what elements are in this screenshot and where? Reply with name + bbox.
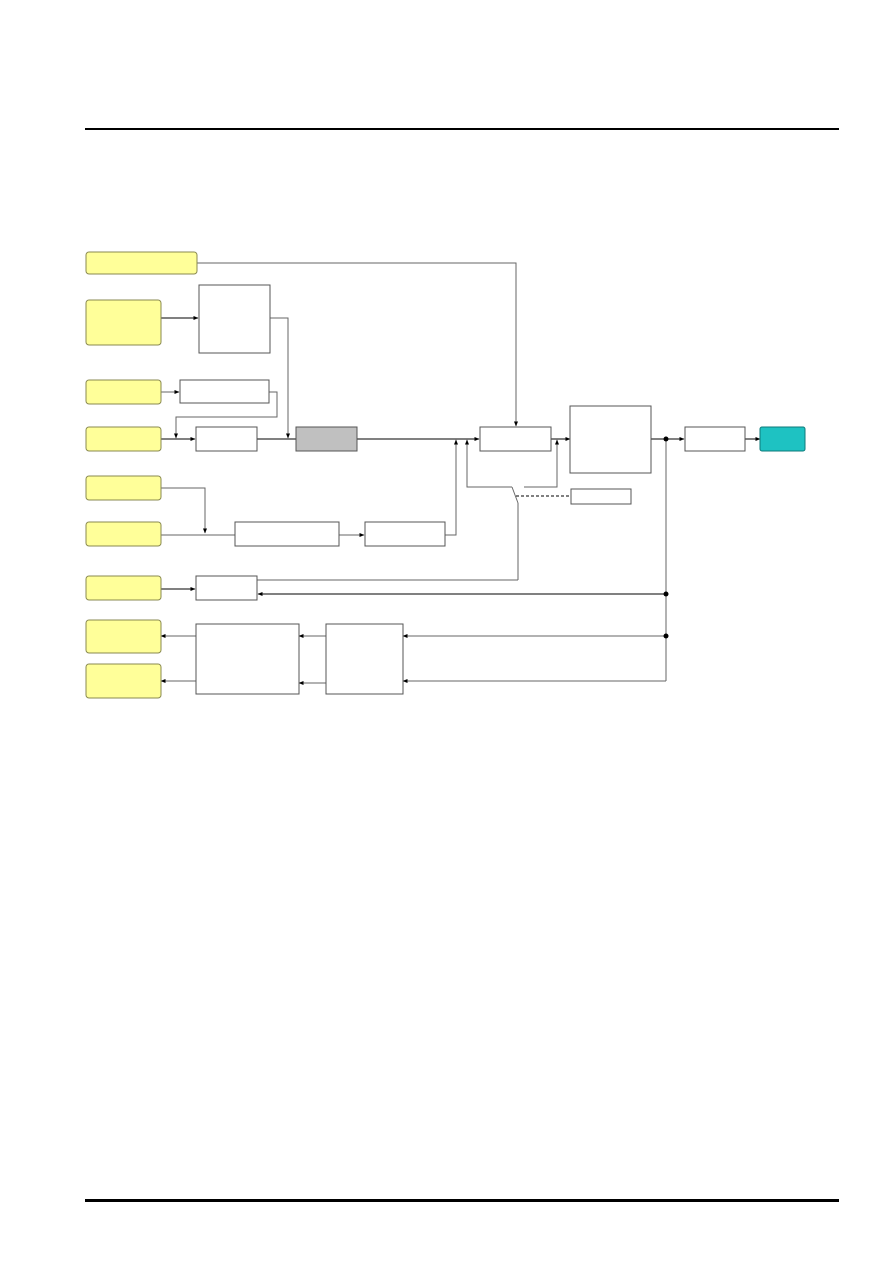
wire: [174, 391, 278, 439]
block-i: [364, 521, 446, 547]
input-terminal-5: [85, 475, 162, 501]
input-terminal-7: [85, 575, 162, 601]
block-d-gray: [295, 426, 358, 452]
block-g: [569, 405, 652, 474]
junction-dot: [663, 436, 669, 442]
junction-dot: [663, 633, 669, 639]
block-b: [179, 379, 270, 404]
block-l2: [195, 623, 300, 695]
block-a: [198, 284, 271, 354]
input-terminal-2: [85, 299, 162, 346]
wire: [197, 262, 518, 427]
output-terminal-2: [85, 663, 162, 699]
wire: [511, 486, 519, 504]
output-terminal-main: [759, 426, 806, 452]
block-c: [195, 426, 258, 452]
input-terminal-6: [85, 521, 162, 547]
block-l: [570, 488, 632, 505]
junction-dot: [663, 591, 669, 597]
wire: [161, 487, 207, 534]
wire: [270, 317, 290, 439]
header-rule: [85, 128, 839, 130]
wires: [160, 262, 761, 685]
input-terminal-4: [85, 426, 162, 452]
block-h: [234, 521, 340, 547]
wire: [524, 439, 559, 488]
blocks: [179, 284, 746, 695]
input-terminal-1: [85, 251, 198, 275]
wire: [445, 439, 458, 536]
block-m: [325, 623, 404, 695]
junctions: [663, 436, 669, 639]
input-terminal-3: [85, 379, 162, 405]
wire: [465, 439, 512, 488]
block-j: [684, 426, 746, 452]
output-terminal-1: [85, 619, 162, 654]
footer-rule: [85, 1199, 839, 1202]
terminals: [85, 251, 198, 699]
block-k: [195, 575, 258, 601]
block-f: [479, 426, 552, 452]
